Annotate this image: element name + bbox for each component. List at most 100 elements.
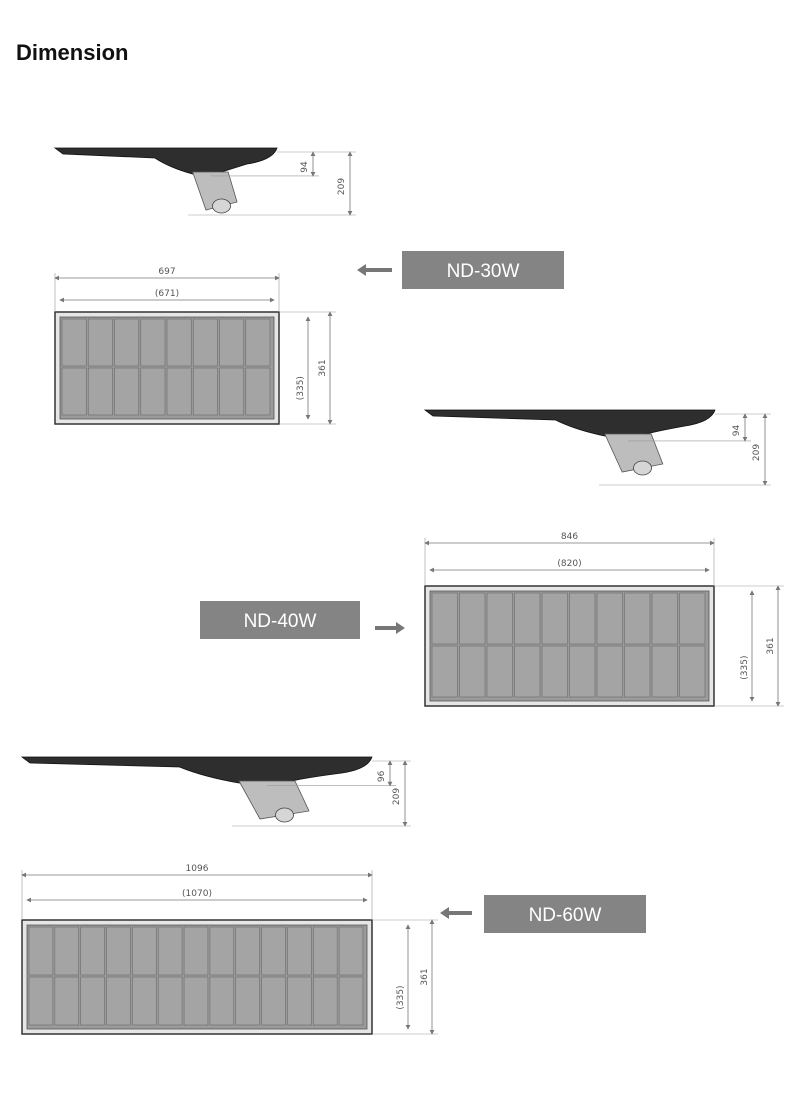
solar-cell	[183, 926, 209, 976]
solar-cell	[192, 367, 218, 416]
solar-cell	[87, 367, 113, 416]
solar-cell	[514, 592, 541, 645]
pointer-arrow-head	[440, 907, 449, 919]
total-height-label: 209	[392, 788, 402, 805]
pointer-arrow-head	[396, 622, 405, 634]
total-height-label: 209	[337, 178, 347, 195]
solar-cell	[235, 976, 260, 1026]
solar-cell	[338, 976, 364, 1026]
solar-cell	[431, 645, 458, 698]
model-group-nd-60w: 96 209 1096 (1070) (335) 361 ND-60W	[20, 756, 646, 1035]
solar-cell	[624, 592, 651, 645]
solar-cell	[596, 592, 623, 645]
panel-width-label: (335)	[296, 376, 306, 400]
solar-cell	[140, 318, 166, 367]
side-height-label: 96	[377, 770, 387, 782]
model-group-nd-30w: 94 209 697 (671) (335) 361 ND-30W	[53, 147, 564, 425]
solar-cell	[245, 318, 271, 367]
panel-width-label: (335)	[740, 655, 750, 679]
solar-cell	[459, 592, 486, 645]
pointer-arrow-head	[357, 264, 366, 276]
panel-length-label: (820)	[557, 559, 581, 569]
solar-cell	[166, 318, 192, 367]
panel-length-label: (1070)	[182, 889, 212, 899]
side-height-label: 94	[300, 161, 310, 173]
solar-cell	[183, 976, 209, 1026]
panel-width-label: (335)	[396, 985, 406, 1009]
solar-cell	[486, 592, 513, 645]
solar-cell	[261, 926, 286, 976]
solar-cell	[209, 926, 235, 976]
solar-cell	[140, 367, 166, 416]
solar-cell	[235, 926, 260, 976]
solar-cell	[132, 976, 157, 1026]
solar-cell	[80, 926, 105, 976]
solar-cell	[338, 926, 364, 976]
solar-cell	[219, 367, 245, 416]
width-label: 361	[420, 968, 430, 985]
luminaire-side-body	[20, 756, 373, 786]
solar-cell	[541, 645, 568, 698]
model-label-box	[200, 601, 360, 639]
solar-cell	[287, 976, 312, 1026]
solar-cell	[651, 592, 678, 645]
solar-cell	[313, 926, 338, 976]
solar-cell	[54, 976, 79, 1026]
solar-cell	[106, 926, 131, 976]
solar-cell	[114, 318, 140, 367]
pole-clamp-ring	[275, 807, 294, 823]
length-label: 846	[561, 532, 578, 542]
solar-cell	[287, 926, 312, 976]
model-label: ND-40W	[244, 611, 317, 632]
solar-cell	[28, 926, 54, 976]
solar-cell	[61, 318, 87, 367]
solar-cell	[28, 976, 54, 1026]
pole-mount-bracket	[238, 780, 310, 820]
solar-cell	[166, 367, 192, 416]
solar-cell	[209, 976, 235, 1026]
model-label-box	[484, 895, 646, 933]
solar-cell	[596, 645, 623, 698]
pole-clamp-ring	[633, 460, 652, 476]
solar-cell	[157, 926, 183, 976]
solar-cell	[486, 645, 513, 698]
solar-cell	[459, 645, 486, 698]
width-label: 361	[318, 359, 328, 376]
length-label: 1096	[186, 864, 209, 874]
solar-cell	[106, 976, 131, 1026]
model-label: ND-30W	[447, 261, 520, 282]
solar-cell	[245, 367, 271, 416]
solar-cell	[61, 367, 87, 416]
pole-clamp-ring	[212, 198, 231, 214]
model-label: ND-60W	[529, 905, 602, 926]
solar-cell	[87, 318, 113, 367]
solar-cell	[54, 926, 79, 976]
length-label: 697	[158, 267, 175, 277]
solar-cell	[192, 318, 218, 367]
solar-cell	[679, 592, 706, 645]
total-height-label: 209	[752, 444, 762, 461]
solar-cell	[514, 645, 541, 698]
solar-cell	[261, 976, 286, 1026]
solar-cell	[313, 976, 338, 1026]
solar-cell	[541, 592, 568, 645]
luminaire-side-body	[53, 147, 278, 177]
solar-cell	[114, 367, 140, 416]
panel-length-label: (671)	[155, 289, 179, 299]
solar-cell	[132, 926, 157, 976]
solar-cell	[219, 318, 245, 367]
solar-cell	[157, 976, 183, 1026]
model-group-nd-40w: 94 209 846 (820) (335) 361 ND-40W	[200, 409, 784, 707]
side-height-label: 94	[732, 424, 742, 436]
solar-cell	[651, 645, 678, 698]
solar-cell	[569, 645, 596, 698]
model-label-box	[402, 251, 564, 289]
solar-cell	[624, 645, 651, 698]
solar-cell	[431, 592, 458, 645]
solar-cell	[569, 592, 596, 645]
solar-cell	[80, 976, 105, 1026]
width-label: 361	[766, 637, 776, 654]
page-title: Dimension	[16, 40, 129, 65]
luminaire-side-body	[423, 409, 716, 439]
